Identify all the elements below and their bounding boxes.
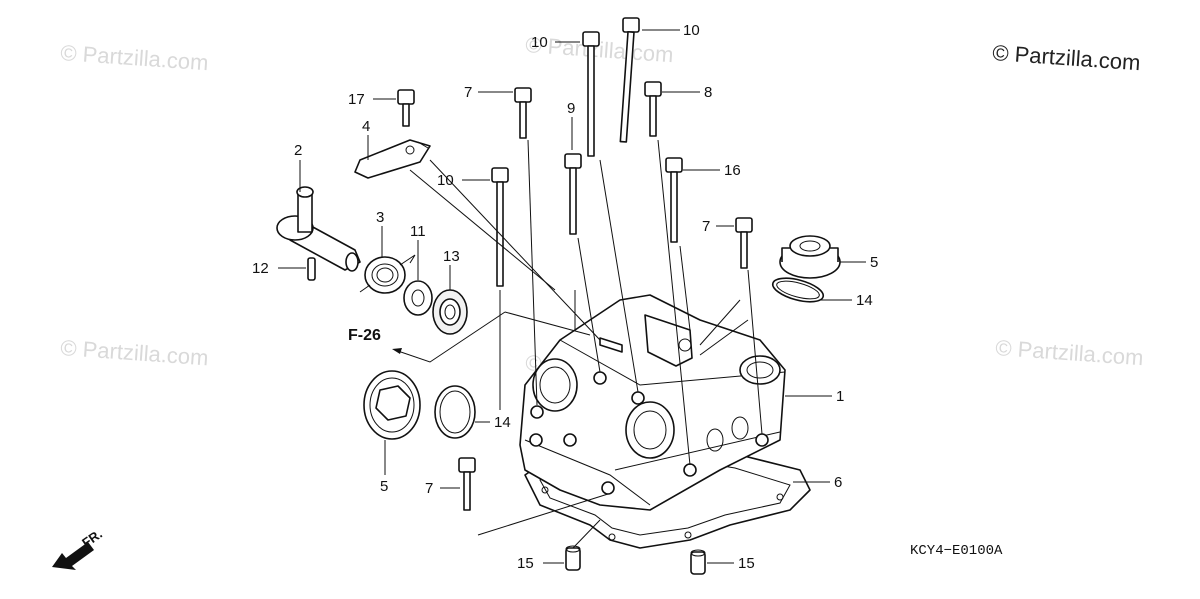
callout-10-top-right: 10 [683, 22, 700, 39]
callout-4: 4 [362, 118, 370, 135]
bolt-10-top-right [619, 17, 640, 143]
o-ring-14-right [771, 277, 825, 303]
callout-5-right: 5 [870, 254, 878, 271]
callout-5-left: 5 [380, 478, 388, 495]
oil-seal-part [432, 289, 468, 335]
spring-part [359, 254, 416, 294]
callout-13: 13 [443, 248, 460, 265]
callout-15-left: 15 [517, 555, 534, 572]
callout-7-bottom: 7 [425, 480, 433, 497]
callout-8: 8 [704, 84, 712, 101]
callout-1: 1 [836, 388, 844, 405]
spindle-part [276, 186, 361, 272]
callout-labels: 17 4 2 3 11 13 12 7 10 10 8 9 10 16 7 5 … [252, 22, 878, 572]
bolt-16 [665, 157, 683, 243]
bolt-8 [644, 81, 662, 137]
callout-6: 6 [834, 474, 842, 491]
washer-part [403, 280, 433, 316]
front-arrow: FR. [52, 526, 105, 570]
bolt-10-top-left [582, 31, 600, 157]
assembly-guide-lines [409, 139, 763, 549]
watermark-mid-right: © Partzilla.com [995, 335, 1145, 370]
bolt-17 [397, 89, 415, 127]
callout-14-left: 14 [494, 414, 511, 431]
cylinder-head-cover [519, 294, 786, 511]
bolt-7-top [514, 87, 532, 139]
watermark-main: © Partzilla.com [992, 40, 1142, 75]
bolt-7-right [735, 217, 753, 269]
callout-7-right: 7 [702, 218, 710, 235]
callout-14-right: 14 [856, 292, 873, 309]
callout-2: 2 [294, 142, 302, 159]
callout-7-top: 7 [464, 84, 472, 101]
callout-11: 11 [410, 223, 426, 240]
section-ref-arrow [392, 311, 506, 363]
bolt-9 [564, 153, 582, 235]
diagram-code: KCY4−E0100A [910, 543, 1003, 559]
bolt-7-bottom [458, 457, 476, 511]
plug-cap-5-left [363, 370, 421, 440]
callout-3: 3 [376, 209, 384, 226]
callout-16: 16 [724, 162, 741, 179]
dowel-15-left [565, 545, 581, 571]
watermark-top-left: © Partzilla.com [60, 40, 210, 75]
watermark-mid-left: © Partzilla.com [60, 335, 210, 370]
callout-9: 9 [567, 100, 575, 117]
section-ref-label: F-26 [348, 327, 381, 344]
callout-10-left: 10 [437, 172, 454, 189]
o-ring-14-left [434, 385, 476, 439]
callout-12: 12 [252, 260, 269, 277]
callout-leaders [278, 29, 866, 564]
bolt-10-left [491, 167, 509, 287]
bracket-part [354, 139, 431, 179]
callout-15-right: 15 [738, 555, 755, 572]
plug-cap-5-right [779, 235, 841, 279]
callout-10-top-left: 10 [531, 34, 548, 51]
dowel-pin-12 [307, 257, 316, 281]
dowel-15-right [690, 549, 706, 575]
callout-17: 17 [348, 91, 365, 108]
